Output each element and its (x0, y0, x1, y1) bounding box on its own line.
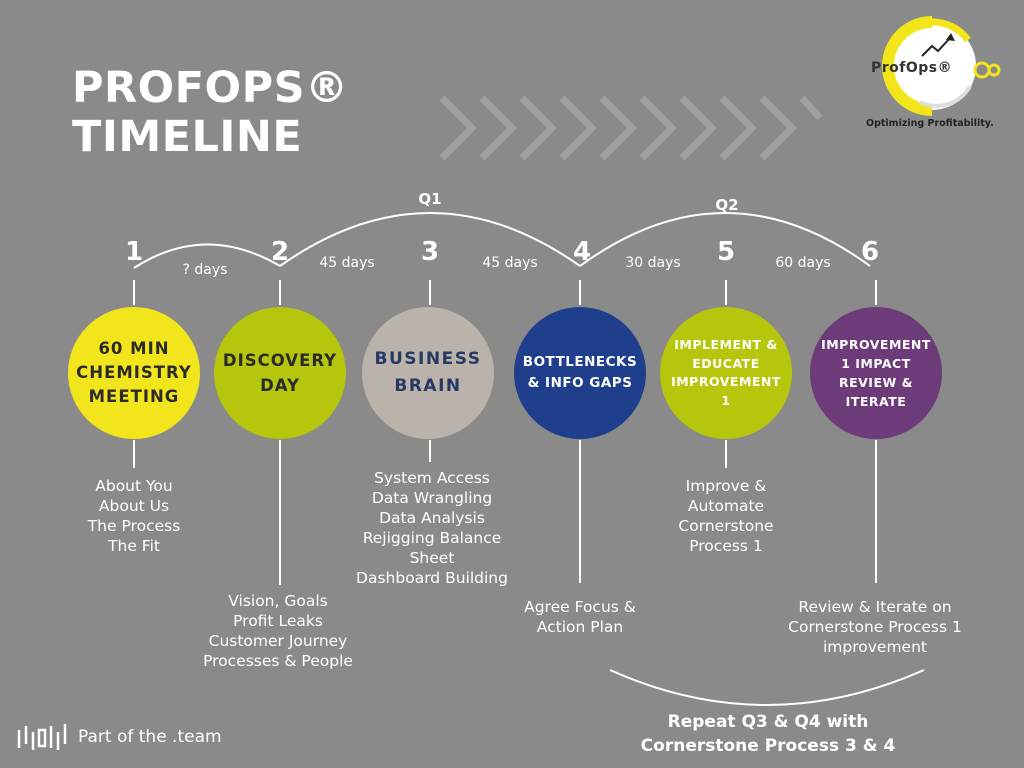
step-description-4: Agree Focus &Action Plan (524, 598, 636, 636)
logo-tagline: Optimizing Profitability. (866, 118, 994, 129)
gap-label-1-2: ? days (182, 262, 228, 278)
step-number-3: 3 (420, 237, 440, 267)
step-circle-4: BOTTLENECKS& INFO GAPS (514, 307, 646, 439)
gap-label-5-6: 60 days (775, 255, 831, 271)
footer-text: Part of the .team (78, 727, 222, 747)
chevron-decoration (439, 95, 823, 161)
title-line-2: TIMELINE (72, 112, 303, 162)
step-number-1: 1 (124, 237, 144, 267)
repeat-arc (609, 669, 925, 706)
arc-2-4-q1 (279, 212, 581, 267)
profops-logo (860, 14, 1010, 134)
step-number-5: 5 (716, 237, 736, 267)
logo-wordmark: ProfOps® (871, 60, 953, 76)
step-number-6: 6 (860, 237, 880, 267)
footer-brand: Part of the .team (16, 722, 222, 752)
step-number-4: 4 (572, 237, 592, 267)
quarter-label-q2: Q2 (715, 196, 739, 214)
arc-4-6-q2 (579, 212, 871, 267)
step-number-2: 2 (270, 237, 290, 267)
title-line-1: PROFOPS® (72, 63, 349, 113)
repeat-note: Repeat Q3 & Q4 with Cornerstone Process … (640, 712, 896, 756)
gap-label-3-4: 45 days (482, 255, 538, 271)
quarter-label-q1: Q1 (418, 190, 442, 208)
gap-label-4-5: 30 days (625, 255, 681, 271)
team-logo-icon (17, 724, 67, 750)
gap-label-2-3: 45 days (319, 255, 375, 271)
profops-logo-icon (882, 16, 1001, 116)
page-title: PROFOPS® TIMELINE (72, 64, 349, 162)
arc-1-2 (133, 243, 281, 269)
